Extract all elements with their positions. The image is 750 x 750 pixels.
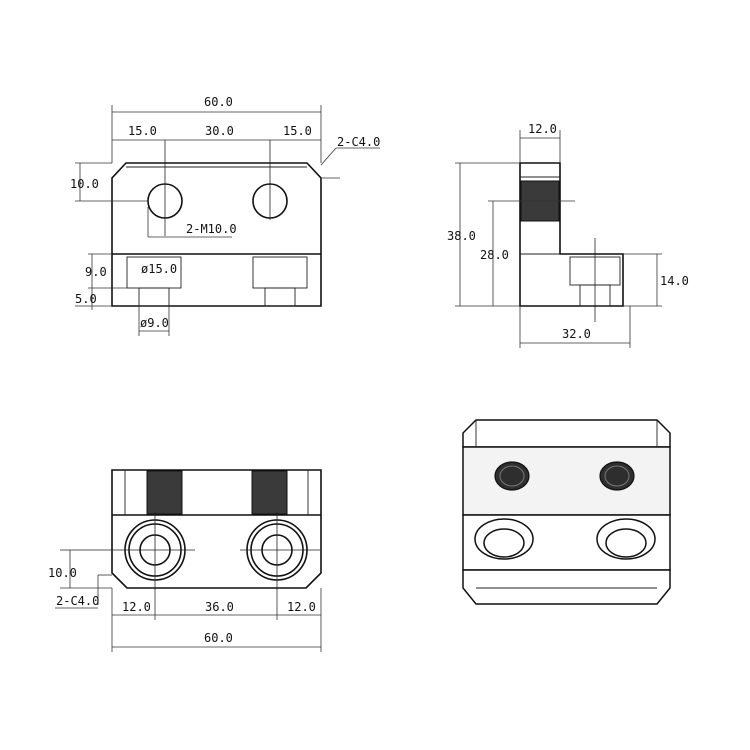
iso-upper-front-face (462, 446, 671, 516)
top-view-thread-right (251, 470, 288, 515)
isometric-view (462, 419, 671, 605)
top-view-dim-left: 12.0 (122, 600, 151, 614)
iso-base-front-face (462, 569, 671, 605)
front-view-dim-counterbore-dia: ø15.0 (141, 262, 177, 276)
front-view-chamfer-leader (320, 147, 337, 166)
front-view-dim-middle: 30.0 (205, 124, 234, 138)
front-view-body-outline (111, 162, 322, 307)
front-view-dim-base: 5.0 (75, 292, 97, 306)
iso-counterbore-right-inner (605, 528, 647, 558)
top-view-dim-middle: 36.0 (205, 600, 234, 614)
top-view-dim-right: 12.0 (287, 600, 316, 614)
front-view-hole-right (264, 287, 296, 307)
iso-thread-hole-left-rim (499, 465, 525, 487)
front-view-chamfer: 2-C4.0 (337, 135, 380, 149)
front-view-dim-hole-height: 10.0 (70, 177, 99, 191)
top-view: 10.0 2-C4.0 12.0 36.0 12.0 60.0 (48, 469, 322, 652)
iso-top-face (462, 419, 671, 448)
top-view-chamfer: 2-C4.0 (56, 594, 99, 608)
iso-counterbore-left-inner (483, 528, 525, 558)
front-view-counterbore-right (252, 256, 308, 289)
side-view-dim-thread-height: 28.0 (480, 248, 509, 262)
side-view: 12.0 38.0 28.0 14.0 32.0 (447, 122, 689, 348)
top-view-dim-total-width: 60.0 (204, 631, 233, 645)
top-view-thread-left (146, 470, 183, 515)
top-view-body-outline (111, 469, 322, 589)
front-view-thread-callout: 2-M10.0 (186, 222, 237, 236)
front-view: 60.0 15.0 30.0 15.0 2-C4.0 10.0 2-M10.0 … (70, 95, 380, 336)
front-view-dim-total-width: 60.0 (204, 95, 233, 109)
top-view-dim-height: 10.0 (48, 566, 77, 580)
front-view-dim-counterbore-depth: 9.0 (85, 265, 107, 279)
iso-thread-hole-right-rim (604, 465, 630, 487)
side-view-dim-top-width: 12.0 (528, 122, 557, 136)
front-view-dim-right: 15.0 (283, 124, 312, 138)
side-view-dim-step-height: 14.0 (660, 274, 689, 288)
side-view-dim-total-height: 38.0 (447, 229, 476, 243)
front-view-hole-left (138, 287, 170, 307)
side-view-dim-depth: 32.0 (562, 327, 591, 341)
front-view-dim-hole-dia: ø9.0 (140, 316, 169, 330)
front-view-dim-left: 15.0 (128, 124, 157, 138)
